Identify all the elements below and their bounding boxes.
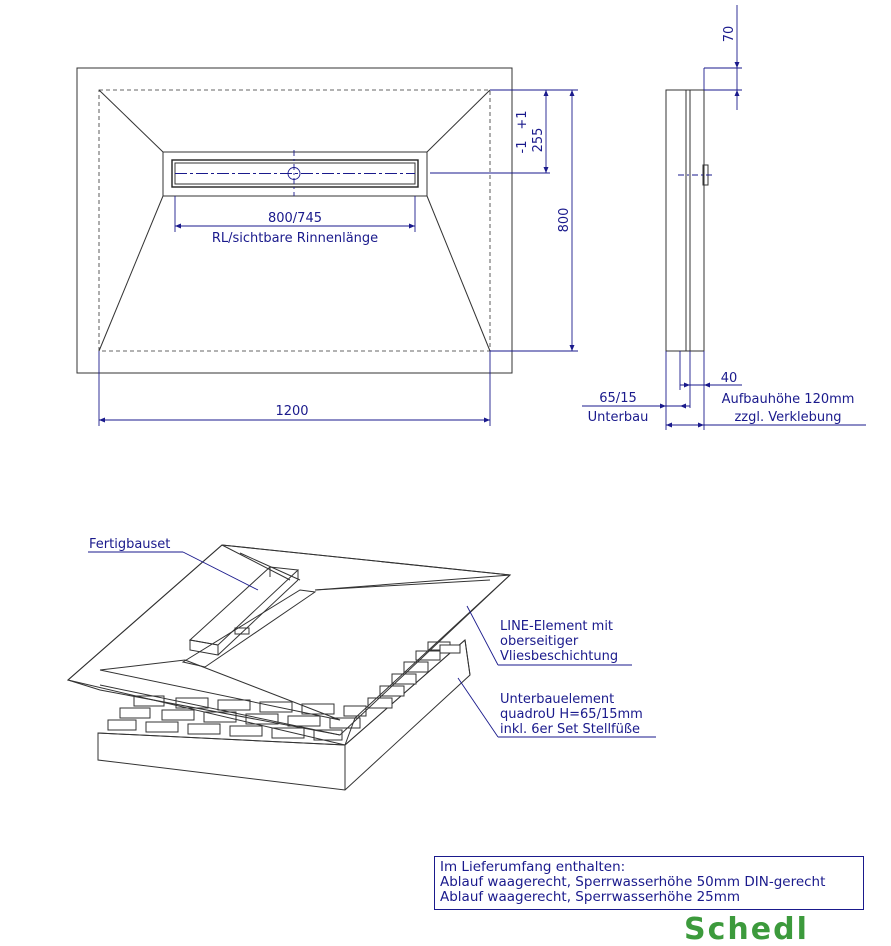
- drain-channel: [171, 159, 419, 188]
- label-unterbau-2: quadroU H=65/15mm: [500, 707, 643, 722]
- side-view: 70 40 65/15 Unterbau Aufbauhöhe 120mm zz…: [582, 5, 866, 430]
- fertigbauset-plate: [66, 544, 512, 746]
- tray-inner-dashed: [98, 89, 491, 352]
- delivery-item-1: Ablauf waagerecht, Sperrwasserhöhe 50mm …: [440, 874, 826, 890]
- dim-top: 70: [722, 26, 737, 43]
- plan-view: 800/745 RL/sichtbare Rinnenlänge 1200 80…: [76, 67, 578, 426]
- dim-40: 40: [721, 371, 738, 386]
- delivery-item-2: Ablauf waagerecht, Sperrwasserhöhe 25mm: [440, 889, 741, 905]
- label-fertigbauset: Fertigbauset: [89, 537, 170, 552]
- dim-channel-offset: 255: [531, 128, 546, 153]
- delivery-heading: Im Lieferumfang enthalten:: [440, 859, 626, 875]
- dim-tolerance-minus: -1: [515, 141, 530, 154]
- label-subbase: Unterbau: [588, 410, 649, 425]
- label-line-element-3: Vliesbeschichtung: [500, 649, 618, 664]
- brand-logo: Schedl: [684, 912, 809, 946]
- dim-subbase: 65/15: [599, 391, 636, 406]
- side-profile: [665, 89, 705, 352]
- label-line-element-1: LINE-Element mit: [500, 619, 613, 634]
- label-unterbau-3: inkl. 6er Set Stellfüße: [500, 722, 640, 737]
- delivery-info-box: Im Lieferumfang enthalten: Ablauf waager…: [434, 856, 864, 910]
- channel-frame: [162, 151, 428, 197]
- iso-view: Fertigbauset LINE-Element mit oberseitig…: [66, 537, 656, 791]
- dim-width: 1200: [275, 404, 308, 419]
- dim-channel-length: 800/745: [268, 211, 322, 226]
- dim-channel-caption: RL/sichtbare Rinnenlänge: [212, 231, 378, 246]
- subbase-element: [97, 639, 471, 791]
- tray-outline: [76, 67, 513, 374]
- label-bonding: zzgl. Verklebung: [734, 410, 841, 425]
- label-unterbau-1: Unterbauelement: [500, 692, 614, 707]
- dim-depth: 800: [557, 208, 572, 233]
- label-line-element-2: oberseitiger: [500, 634, 579, 649]
- label-build-height: Aufbauhöhe 120mm: [722, 392, 855, 407]
- dim-tolerance-plus: +1: [515, 110, 530, 129]
